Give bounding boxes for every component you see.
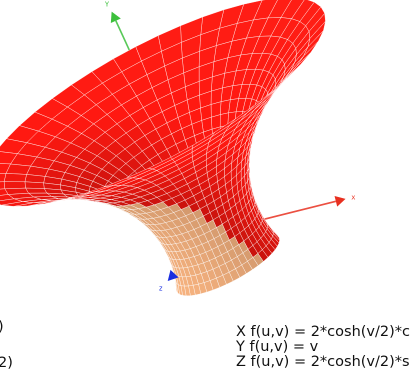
axis-y-arrow <box>110 11 121 24</box>
surface-facet <box>3 181 26 190</box>
surface-facet <box>0 188 9 196</box>
axis-z-label: z <box>159 285 163 293</box>
axis-x-label: x <box>351 194 355 202</box>
surface-facet <box>25 187 48 194</box>
axes-front: x Yz <box>105 0 356 292</box>
axis-y-label: Y <box>105 0 110 8</box>
surface-facet <box>178 284 183 296</box>
hyperboloid-surface <box>0 0 326 297</box>
surface-facet <box>220 99 231 115</box>
surface-facet <box>211 114 221 130</box>
surface-facet <box>0 163 11 174</box>
axis-x-arrow <box>334 195 346 207</box>
axis-z-arrow <box>167 269 179 281</box>
surface-facet <box>3 173 27 183</box>
surface-facet <box>0 151 18 165</box>
surface-facet <box>24 181 45 189</box>
surface-facet <box>0 173 7 183</box>
surface-facet <box>0 181 6 190</box>
surface-facet <box>0 198 23 206</box>
